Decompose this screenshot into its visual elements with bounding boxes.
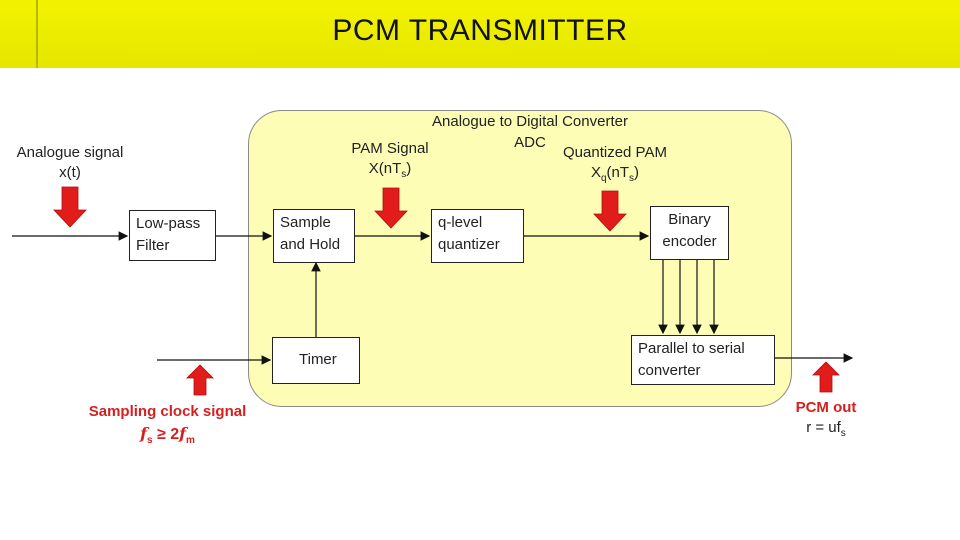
lowpass-line1: Low-pass <box>136 215 201 232</box>
title-decoration-line <box>36 0 38 68</box>
quantized-pam-line2: Xq(nTs) <box>550 163 680 189</box>
title-bar <box>0 0 960 68</box>
analogue-signal-line1: Analogue signal <box>16 144 124 161</box>
pcm-out-label: PCM out r = ufs <box>780 398 872 444</box>
binary-encoder-block: Binary encoder <box>650 206 729 260</box>
pam-signal-tail: ) <box>406 160 412 177</box>
pam-signal-base: X(nT <box>368 160 402 177</box>
timer-label: Timer <box>299 351 337 368</box>
pam-signal-label: PAM Signal X(nTs) <box>340 139 440 185</box>
pcm-out-line2: r = ufs <box>780 418 872 444</box>
fm-sub: m <box>186 435 195 447</box>
quantized-pam-base: X <box>590 164 601 181</box>
fs-sub: s <box>146 435 153 447</box>
quantizer-block: q-level quantizer <box>431 209 524 263</box>
pcm-out-base: r = uf <box>806 419 841 436</box>
quantized-pam-label: Quantized PAM Xq(nTs) <box>550 143 680 189</box>
sample-hold-block: Sample and Hold <box>273 209 355 263</box>
adc-abbrev: ADC <box>500 133 560 153</box>
pam-signal-line2: X(nTs) <box>340 159 440 185</box>
signal-lines <box>12 231 854 365</box>
analogue-signal-label: Analogue signal x(t) <box>0 143 140 183</box>
quantized-pam-sub2: s <box>629 173 635 184</box>
page-title: PCM TRANSMITTER <box>332 14 628 47</box>
pam-signal-arrow-icon <box>374 187 408 229</box>
quantized-pam-mid: (nT <box>606 164 630 181</box>
sample-hold-line1: Sample <box>280 214 331 231</box>
pam-signal-line1: PAM Signal <box>351 140 429 157</box>
adc-title-line1: Analogue to Digital Converter <box>432 113 628 130</box>
p2s-line2: converter <box>638 362 701 379</box>
encoder-line2: encoder <box>662 233 717 250</box>
adc-title-line2: ADC <box>514 134 546 151</box>
sample-hold-line2: and Hold <box>280 236 341 253</box>
analogue-signal-line2: x(t) <box>59 164 81 181</box>
sampling-clock-label: Sampling clock signal fs ≥ 2fm <box>80 402 255 451</box>
pcm-out-arrow-icon <box>812 361 840 393</box>
sampling-clock-text: Sampling clock signal <box>88 403 247 420</box>
lowpass-filter-block: Low-pass Filter <box>129 210 216 261</box>
sampling-clock-arrow-icon <box>186 364 214 396</box>
input-signal-arrow-icon <box>53 186 87 228</box>
quantized-pam-sub1: q <box>600 173 607 184</box>
parallel-to-serial-block: Parallel to serial converter <box>631 335 775 385</box>
fs-relation: ≥ 2 <box>156 426 180 443</box>
p2s-line1: Parallel to serial <box>638 340 745 357</box>
lowpass-line2: Filter <box>136 237 170 254</box>
pcm-out-line1: PCM out <box>795 399 857 416</box>
encoder-line1: Binary <box>668 211 711 228</box>
timer-block: Timer <box>272 337 360 384</box>
fs-symbol: f <box>140 424 147 443</box>
quantized-signal-arrow-icon <box>593 190 627 232</box>
pam-signal-sub: s <box>401 169 407 180</box>
sampling-clock-formula: fs ≥ 2fm <box>80 424 255 451</box>
quantizer-line1: q-level <box>438 214 483 231</box>
pcm-out-sub: s <box>840 428 846 439</box>
quantizer-line2: quantizer <box>438 236 500 253</box>
fm-symbol: f <box>179 424 186 443</box>
quantized-pam-tail: ) <box>634 164 640 181</box>
adc-title: Analogue to Digital Converter <box>400 112 660 132</box>
quantized-pam-line1: Quantized PAM <box>563 144 667 161</box>
